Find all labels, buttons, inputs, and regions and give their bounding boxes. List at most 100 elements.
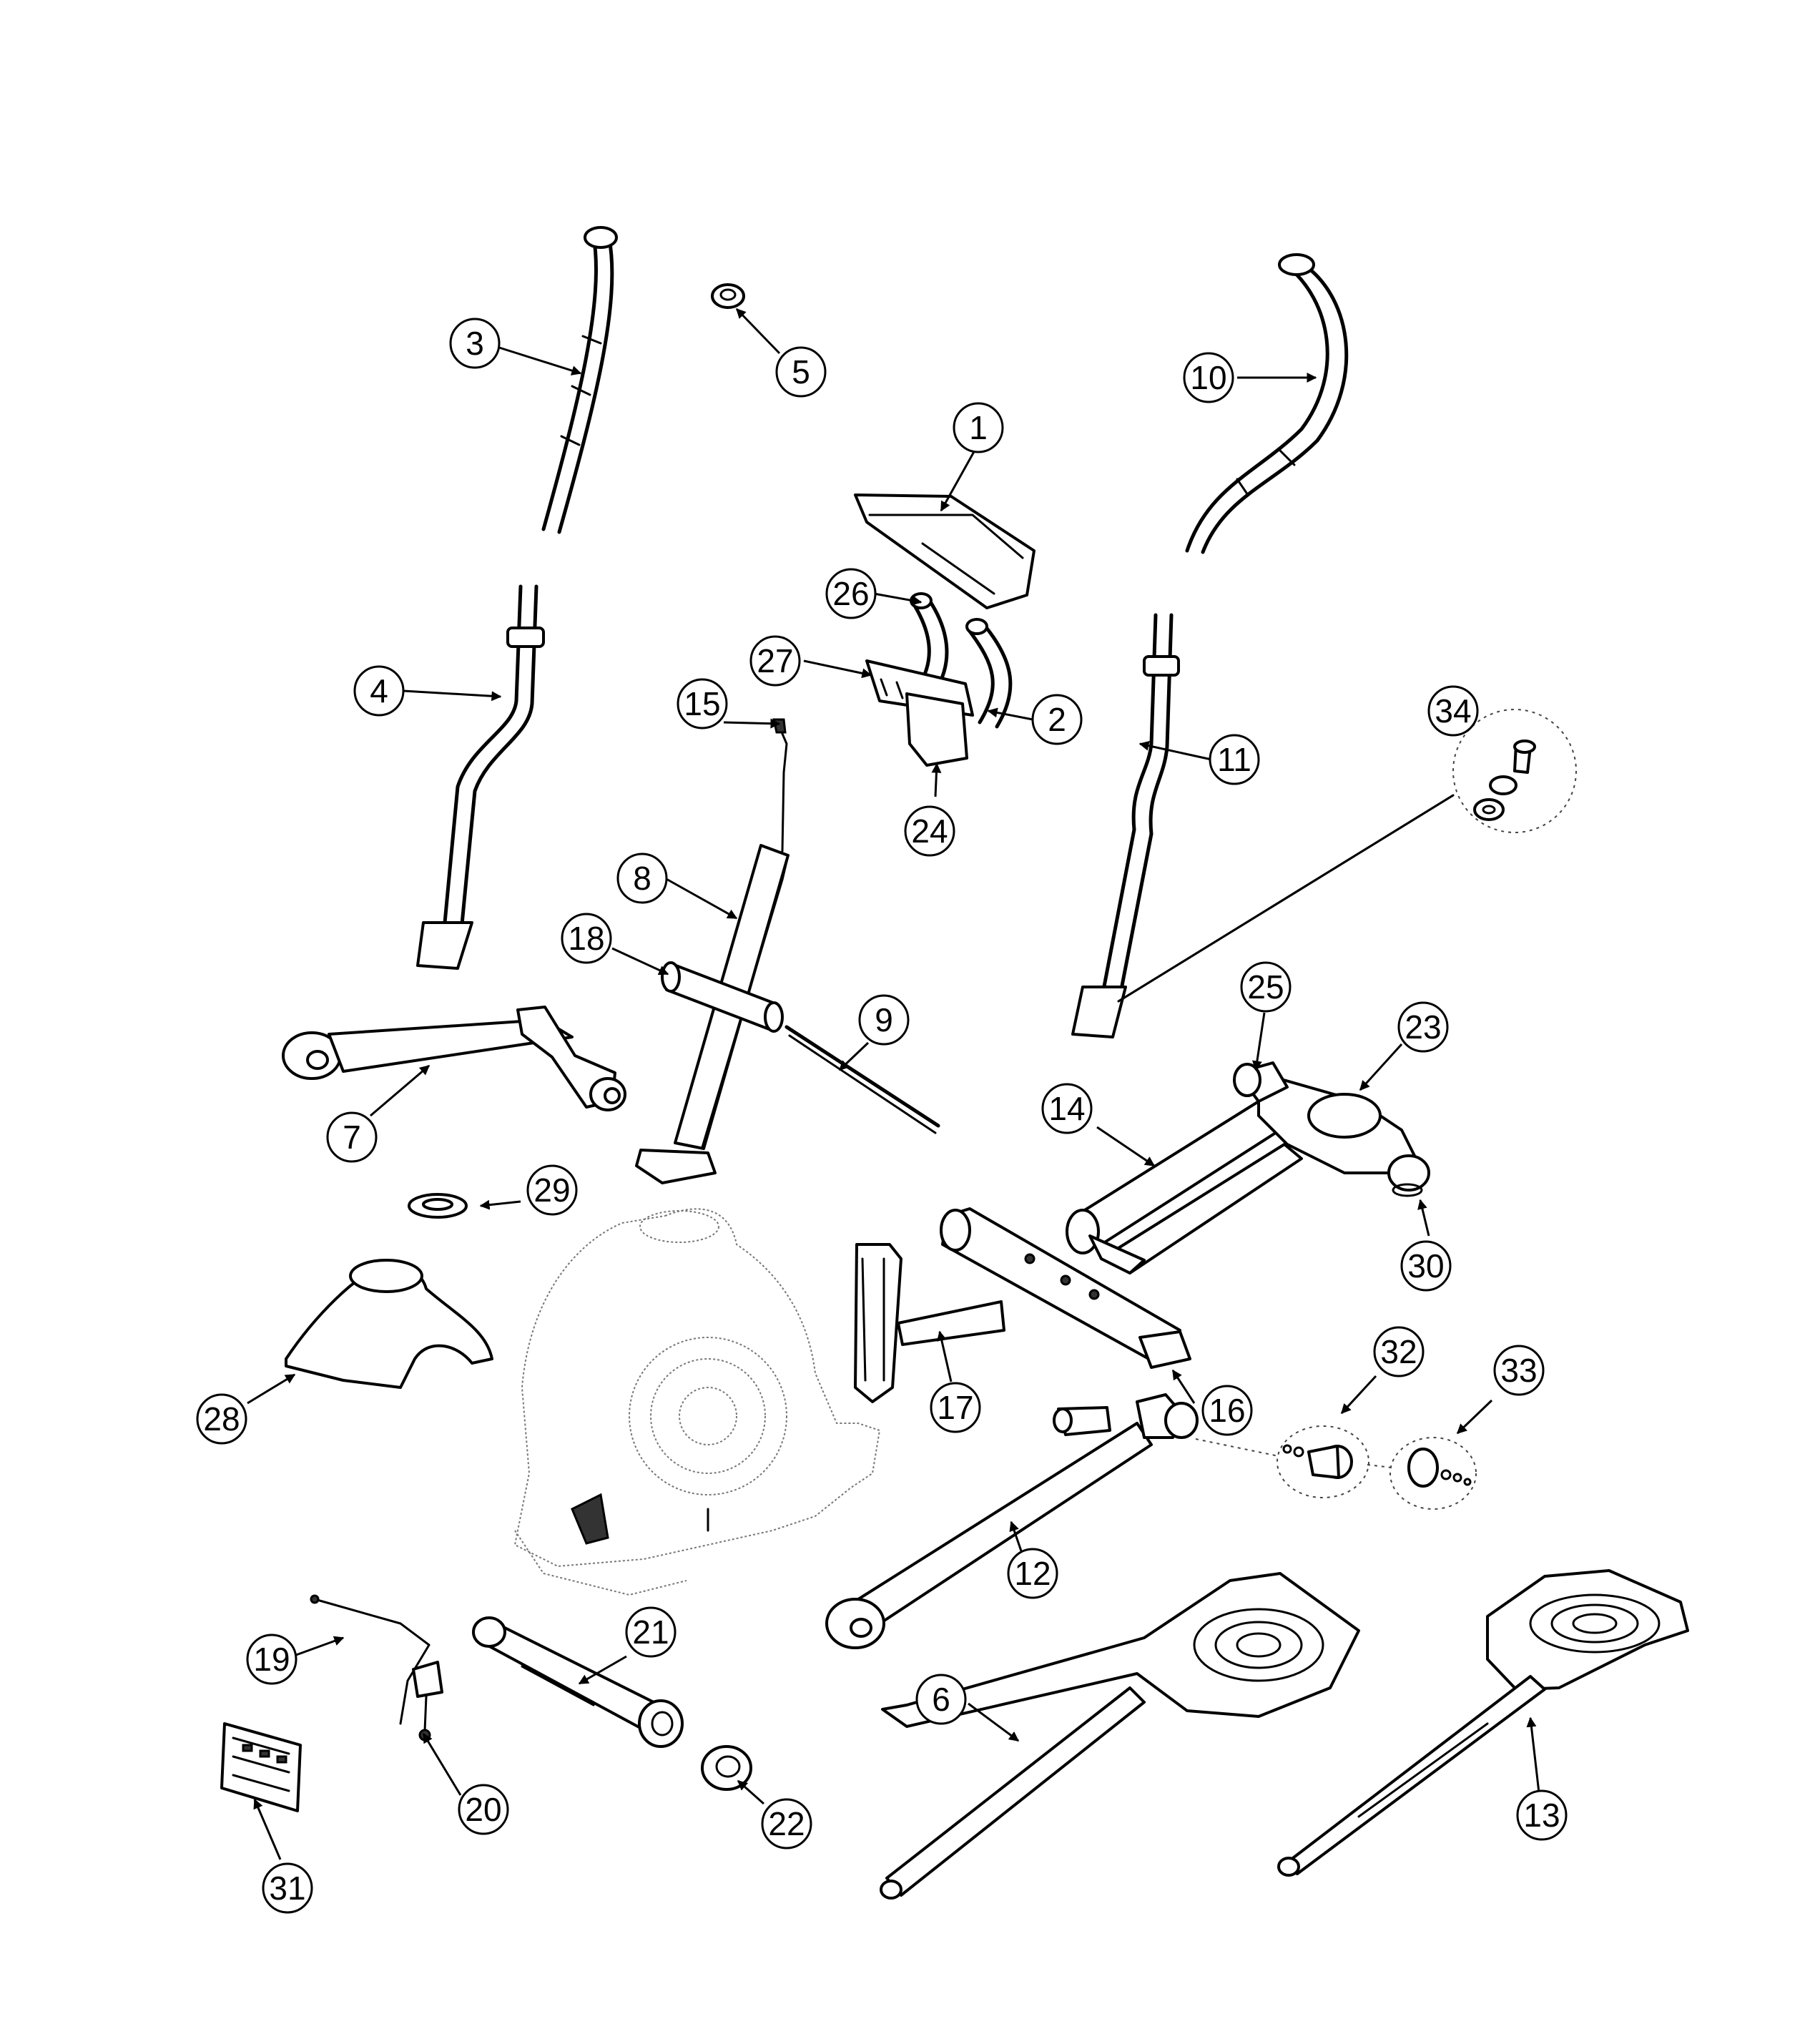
callout-29-label: 29 <box>533 1171 570 1209</box>
callout-15-label: 15 <box>684 685 720 722</box>
callout-13-label: 13 <box>1523 1797 1560 1834</box>
part-right-pedal-rail <box>1277 1569 1689 1877</box>
leader-32 <box>1340 1375 1377 1415</box>
callout-31-label: 31 <box>269 1870 305 1907</box>
part-decal <box>220 1722 302 1812</box>
leader-4 <box>403 689 502 702</box>
callout-9-label: 9 <box>875 1001 893 1038</box>
leader-5 <box>735 308 781 355</box>
callout-4-label: 4 <box>370 672 388 709</box>
callout-28-label: 28 <box>203 1400 240 1438</box>
callout-7-label: 7 <box>343 1119 361 1156</box>
leader-31 <box>253 1798 282 1860</box>
callout-21-label: 21 <box>632 1613 669 1651</box>
leader-16 <box>1171 1369 1196 1404</box>
callout-17-label: 17 <box>937 1389 973 1426</box>
leader-28 <box>247 1373 296 1405</box>
callout-25: 25 <box>1240 961 1292 1013</box>
callout-7: 7 <box>326 1111 378 1163</box>
leader-14 <box>1096 1126 1156 1167</box>
part-main-frame-housing <box>513 1208 881 1596</box>
part-right-lower-arm <box>1071 613 1180 1038</box>
callout-32-label: 32 <box>1380 1333 1417 1370</box>
callout-5: 5 <box>775 346 827 398</box>
part-rear-crossbar <box>940 1207 1191 1369</box>
callout-6-label: 6 <box>932 1681 950 1718</box>
callout-3: 3 <box>449 318 501 369</box>
leader-3 <box>498 346 582 375</box>
callout-5-label: 5 <box>792 353 810 390</box>
callout-34: 34 <box>1427 685 1479 737</box>
leader-34 <box>1118 794 1454 1003</box>
leader-27 <box>803 659 872 679</box>
callout-11-label: 11 <box>1217 741 1251 778</box>
callout-23-label: 23 <box>1405 1008 1441 1046</box>
callout-14-label: 14 <box>1048 1090 1085 1127</box>
callout-20: 20 <box>458 1784 509 1835</box>
part-crank-axle-tube <box>472 1616 684 1748</box>
leader-26 <box>873 592 923 606</box>
callout-2: 2 <box>1031 694 1083 745</box>
callout-12: 12 <box>1007 1548 1058 1599</box>
callout-34-label: 34 <box>1435 692 1471 730</box>
part-axle-rod <box>784 1025 940 1134</box>
callout-10: 10 <box>1183 352 1234 403</box>
leader-25 <box>1251 1012 1266 1071</box>
leader-30 <box>1417 1199 1430 1237</box>
part-console-mast <box>865 592 1013 767</box>
part-bushing <box>701 1745 752 1791</box>
callout-28: 28 <box>196 1393 247 1445</box>
leader-22 <box>737 1779 764 1805</box>
callout-30-label: 30 <box>1407 1247 1444 1284</box>
callout-6: 6 <box>915 1674 967 1725</box>
callout-33: 33 <box>1493 1345 1545 1396</box>
part-wheel-cover <box>1389 1437 1477 1510</box>
callout-8-label: 8 <box>633 860 651 897</box>
callout-14: 14 <box>1041 1083 1093 1134</box>
callout-22: 22 <box>761 1798 812 1849</box>
callout-26: 26 <box>825 568 877 619</box>
callout-10-label: 10 <box>1190 359 1226 396</box>
callout-19-label: 19 <box>253 1641 290 1678</box>
callout-15: 15 <box>677 678 728 730</box>
leader-17 <box>936 1330 953 1382</box>
part-left-pedal-arm <box>282 1006 626 1111</box>
callout-29: 29 <box>526 1164 578 1216</box>
callout-31: 31 <box>262 1862 313 1914</box>
callout-2-label: 2 <box>1048 701 1066 738</box>
leader-7 <box>370 1064 431 1117</box>
callout-1-label: 1 <box>969 409 988 446</box>
callout-20-label: 20 <box>465 1791 501 1828</box>
part-front-cover <box>285 1259 493 1389</box>
part-left-lower-arm <box>416 584 545 970</box>
leader-18 <box>611 947 669 976</box>
callout-11: 11 <box>1209 734 1260 785</box>
callout-16: 16 <box>1201 1385 1253 1436</box>
callout-8: 8 <box>616 853 668 904</box>
part-left-pedal-rail <box>880 1572 1360 1900</box>
part-end-cap <box>711 283 745 309</box>
leader-19 <box>295 1636 345 1656</box>
callout-3-label: 3 <box>466 325 484 362</box>
leader-9 <box>838 1041 870 1071</box>
callout-18: 18 <box>561 913 612 964</box>
leader-33 <box>1456 1399 1493 1435</box>
part-console <box>854 493 1036 609</box>
callout-13: 13 <box>1516 1789 1568 1841</box>
callout-27: 27 <box>749 635 801 687</box>
callout-27-label: 27 <box>757 642 793 679</box>
part-left-upper-handlebar <box>541 226 618 534</box>
leader-15 <box>723 718 781 729</box>
callout-23: 23 <box>1397 1001 1449 1053</box>
callout-1: 1 <box>953 402 1004 453</box>
part-grommet <box>408 1193 468 1219</box>
callout-21: 21 <box>625 1606 677 1658</box>
callout-18-label: 18 <box>568 920 604 957</box>
callout-9: 9 <box>858 994 910 1046</box>
part-cable <box>310 1594 431 1725</box>
callout-16-label: 16 <box>1209 1392 1245 1429</box>
callout-4: 4 <box>353 665 405 717</box>
part-power-adapter <box>412 1661 443 1742</box>
callout-30: 30 <box>1400 1240 1452 1292</box>
